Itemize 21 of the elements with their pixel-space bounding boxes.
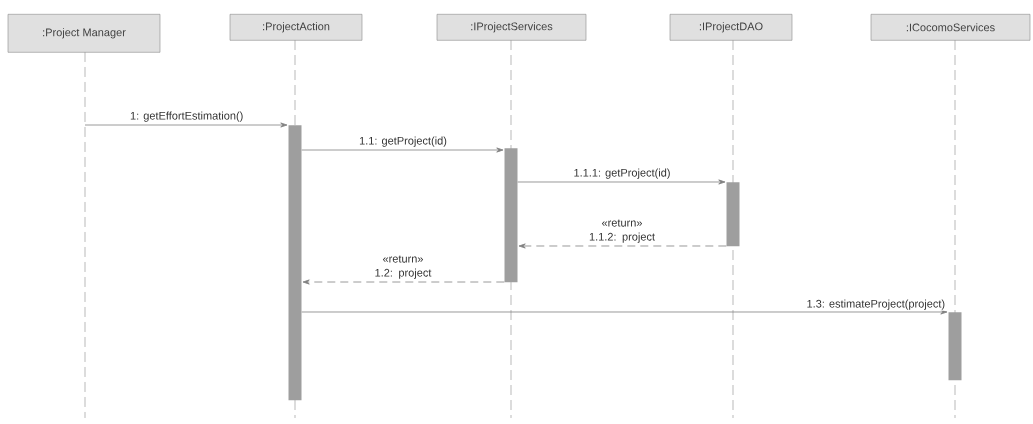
message-label: 1.1: getProject(id) [359,136,447,147]
message-arrow [301,309,948,315]
message-label: 1.1.1: getProject(id) [574,168,670,179]
message-arrow [518,243,727,249]
lifeline-header: :IProjectServices [436,14,587,41]
message-label: «return» 1.2: project [375,255,432,279]
message-label: 1.3: estimateProject(project) [807,299,945,310]
activation-bar [504,148,518,283]
message-arrow [84,122,288,128]
message-label: 1: getEffortEstimation() [130,111,243,122]
lifeline-header: :ICocomoServices [870,14,1031,41]
message-arrow [517,179,726,185]
activation-bar [726,182,740,247]
message-arrow [302,279,505,285]
lifeline-header: :IProjectDAO [669,14,793,41]
lifeline-header: :ProjectAction [229,14,363,41]
activation-bar [948,312,962,381]
message-label: «return» 1.1.2: project [589,219,655,243]
message-arrow [301,147,504,153]
activation-bar [288,125,302,401]
lifeline-header: :Project Manager [7,14,161,53]
